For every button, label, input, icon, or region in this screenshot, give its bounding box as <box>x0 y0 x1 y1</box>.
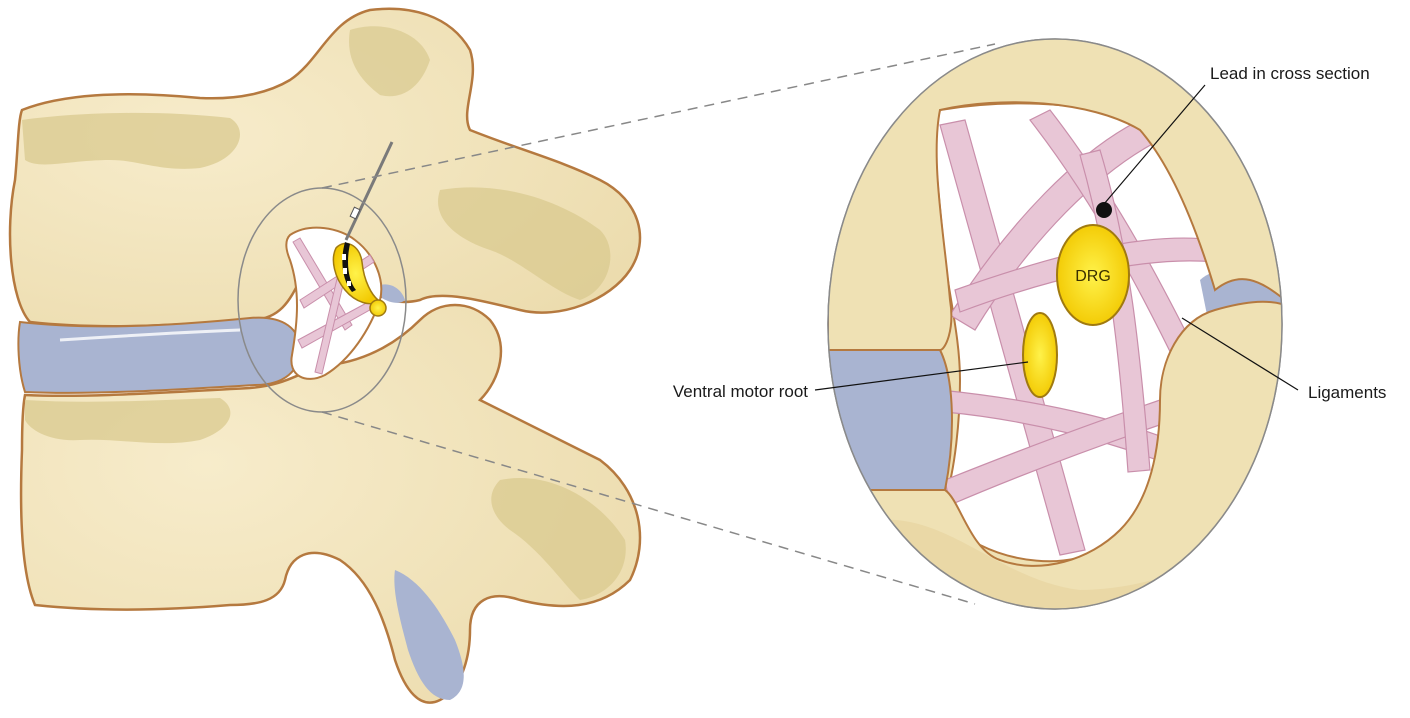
drg-label: DRG <box>1075 268 1111 285</box>
upper-vertebra-shadow <box>22 113 240 169</box>
lead-cross-section-dot <box>1096 202 1112 218</box>
ventral-motor-root-label: Ventral motor root <box>673 382 808 401</box>
zoom-disc-left <box>828 350 952 490</box>
small-nerve-root <box>370 300 386 316</box>
lower-vertebra-shadow <box>25 398 230 443</box>
vertebrae-illustration <box>10 9 640 703</box>
lead-in-cross-section-label: Lead in cross section <box>1210 64 1370 83</box>
intervertebral-disc <box>18 318 300 393</box>
ventral-motor-root <box>1023 313 1057 397</box>
ligaments-label: Ligaments <box>1308 383 1386 402</box>
zoomed-cross-section: DRG <box>828 30 1285 620</box>
